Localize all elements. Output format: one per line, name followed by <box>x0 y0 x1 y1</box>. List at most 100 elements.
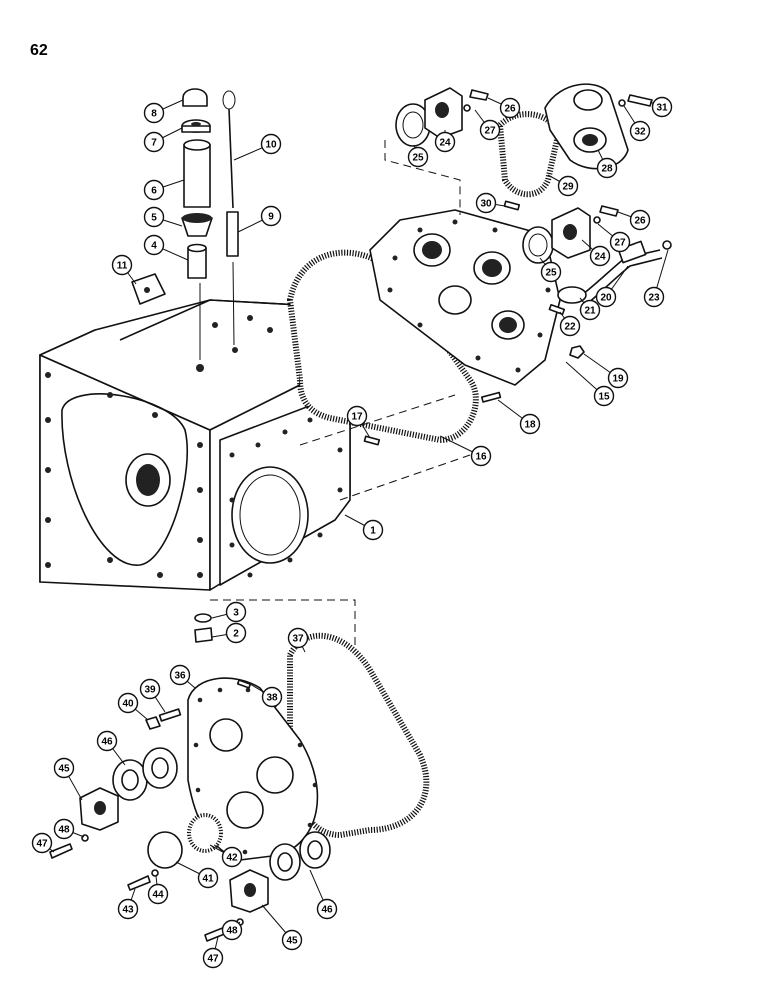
callout-circle <box>281 929 303 951</box>
callout-21: 21 <box>579 297 601 321</box>
callout-circle <box>143 179 165 201</box>
callout-circle <box>221 919 243 941</box>
callout-number: 44 <box>152 890 164 901</box>
callout-6: 6 <box>143 179 185 201</box>
callout-29: 29 <box>547 174 579 197</box>
callout-number: 45 <box>286 936 298 947</box>
callout-circle <box>579 299 601 321</box>
callout-circle <box>143 234 165 256</box>
callout-number: 27 <box>614 238 626 249</box>
callout-number: 1 <box>370 526 376 537</box>
callout-circle <box>96 730 118 752</box>
callout-37: 37 <box>287 627 309 653</box>
gasket-37 <box>287 632 430 839</box>
callout-number: 4 <box>151 241 157 252</box>
callout-number: 24 <box>594 252 606 263</box>
callout-circle <box>362 519 384 541</box>
callout-number: 5 <box>151 213 157 224</box>
callout-circle <box>346 405 368 427</box>
callout-47: 47 <box>31 832 55 854</box>
callout-22: 22 <box>559 311 581 337</box>
callout-number: 18 <box>524 420 536 431</box>
callout-26: 26 <box>617 209 651 231</box>
callout-circle <box>607 367 629 389</box>
callout-circle <box>53 757 75 779</box>
callout-number: 7 <box>151 138 157 149</box>
callout-circle <box>287 627 309 649</box>
callout-48: 48 <box>53 818 85 840</box>
callout-25: 25 <box>407 144 429 168</box>
callout-3: 3 <box>211 601 247 623</box>
callout-circle <box>147 883 169 905</box>
callout-26: 26 <box>487 97 521 119</box>
callout-number: 48 <box>226 926 238 937</box>
cover-plate-36 <box>145 677 319 861</box>
page-number: 62 <box>30 42 48 59</box>
callout-number: 25 <box>412 153 424 164</box>
callout-number: 45 <box>58 764 70 775</box>
callout-number: 15 <box>598 392 610 403</box>
callout-45: 45 <box>53 757 83 801</box>
callout-number: 9 <box>268 212 274 223</box>
callout-number: 17 <box>351 412 363 423</box>
callout-number: 10 <box>265 140 277 151</box>
callout-circle <box>117 898 139 920</box>
callout-47: 47 <box>202 936 224 969</box>
callout-number: 11 <box>117 261 128 272</box>
callout-36: 36 <box>169 664 196 689</box>
callout-number: 24 <box>439 138 451 149</box>
callout-46: 46 <box>309 869 338 920</box>
callout-23: 23 <box>643 249 669 308</box>
callout-number: 40 <box>122 699 134 710</box>
callout-19: 19 <box>583 353 629 389</box>
callout-circle <box>629 209 651 231</box>
callout-circle <box>629 120 651 142</box>
callout-1: 1 <box>344 514 384 541</box>
callout-number: 46 <box>321 905 333 916</box>
callout-10: 10 <box>233 133 282 161</box>
callout-circle <box>31 832 53 854</box>
callout-number: 32 <box>634 127 646 138</box>
callout-11: 11 <box>111 254 137 285</box>
callout-16: 16 <box>439 435 492 467</box>
callout-18: 18 <box>497 399 541 435</box>
callout-4: 4 <box>143 234 189 261</box>
callout-41: 41 <box>175 861 219 889</box>
callout-9: 9 <box>237 205 282 233</box>
callout-number: 47 <box>36 839 48 850</box>
callout-45: 45 <box>261 904 303 951</box>
callout-circle <box>225 622 247 644</box>
callout-number: 43 <box>122 905 134 916</box>
callout-number: 3 <box>233 608 239 619</box>
callout-circle <box>117 692 139 714</box>
callout-number: 16 <box>475 452 487 463</box>
callout-24: 24 <box>581 239 611 267</box>
callout-number: 20 <box>600 293 612 304</box>
callout-39: 39 <box>139 678 166 713</box>
callout-44: 44 <box>147 875 169 905</box>
callout-circle <box>260 133 282 155</box>
upper-bearing-parts <box>363 83 672 446</box>
callout-number: 30 <box>480 199 492 210</box>
callout-circle <box>540 261 562 283</box>
callout-number: 37 <box>292 634 304 645</box>
lower-bearing-parts <box>49 747 331 942</box>
callout-number: 36 <box>174 671 186 682</box>
callout-number: 47 <box>207 954 219 965</box>
callout-31: 31 <box>649 96 673 118</box>
callout-number: 48 <box>58 825 70 836</box>
callout-32: 32 <box>623 105 651 142</box>
callout-circle <box>609 231 631 253</box>
callout-circle <box>143 131 165 153</box>
callout-46: 46 <box>96 730 126 766</box>
callout-circle <box>225 601 247 623</box>
callout-circle <box>111 254 133 276</box>
callout-2: 2 <box>211 622 247 644</box>
callout-20: 20 <box>595 265 629 308</box>
callout-40: 40 <box>117 692 149 721</box>
callout-circle <box>499 97 521 119</box>
callout-number: 27 <box>484 126 496 137</box>
callout-circle <box>407 146 429 168</box>
drain-plug <box>194 613 213 643</box>
